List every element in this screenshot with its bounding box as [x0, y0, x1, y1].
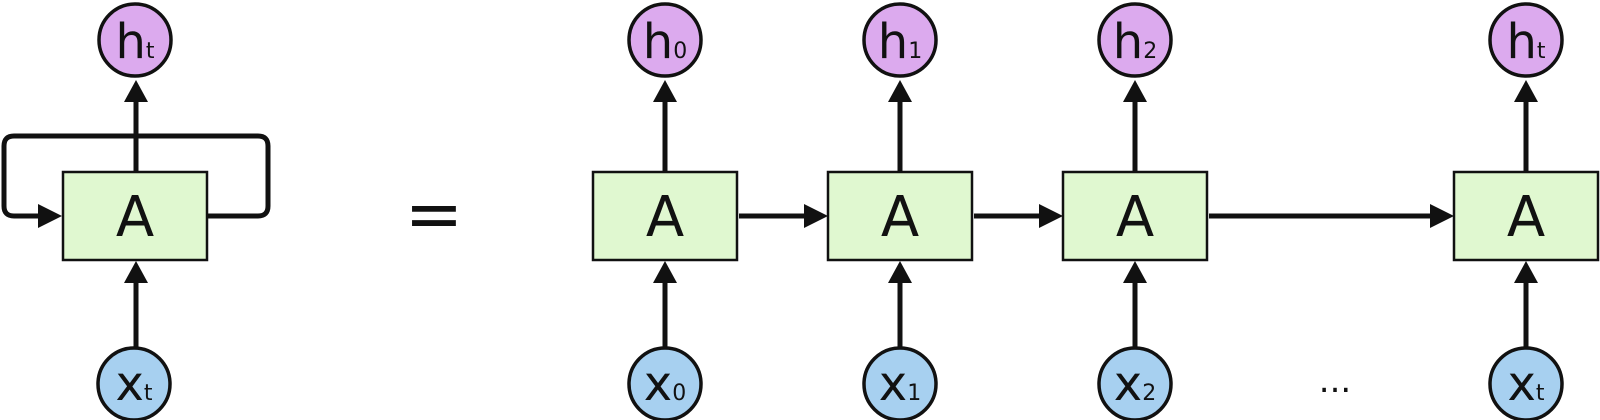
input-node-3 [1488, 346, 1564, 420]
recurrent-loop-arrowhead [38, 204, 62, 228]
input-label-2: x2 [1114, 356, 1156, 412]
cell-label-3: A [1507, 185, 1545, 250]
rolled-input-label: xt [115, 356, 152, 412]
timestep-0: Ah0 x0 [591, 2, 739, 420]
input-node-1 [862, 346, 938, 420]
hidden-state-arrowhead-2 [1430, 204, 1454, 228]
output-arrowhead-2 [1123, 80, 1147, 102]
input-arrowhead-1 [888, 261, 912, 283]
timestep-3: Aht xt [1452, 2, 1600, 420]
hidden-label-3: ht [1506, 14, 1545, 70]
equals-sign: = [405, 173, 464, 255]
output-arrowhead-1 [888, 80, 912, 102]
rolled-cell-label: A [116, 185, 154, 250]
cell-box-2 [1061, 170, 1209, 262]
input-arrowhead-0 [653, 261, 677, 283]
rolled-hidden-node [97, 2, 173, 78]
hidden-label-0: h0 [643, 14, 687, 70]
hidden-node-0 [627, 2, 703, 78]
input-arrowhead-3 [1514, 261, 1538, 283]
rolled-cell-box [61, 170, 209, 262]
rolled-hidden-label: ht [115, 14, 154, 70]
cell-box-1 [826, 170, 974, 262]
hidden-state-arrowhead-1 [1039, 204, 1063, 228]
cell-label-0: A [646, 185, 684, 250]
output-arrowhead-3 [1514, 80, 1538, 102]
input-node-0 [627, 346, 703, 420]
unrolled-rnn: Ah0 x0 Ah1 x1 Ah2 x2 Aht xt [591, 2, 1600, 420]
rolled-input-node [96, 346, 172, 420]
input-arrowhead-2 [1123, 261, 1147, 283]
input-label-1: x1 [879, 356, 921, 412]
timestep-1: Ah1 x1 [826, 2, 974, 420]
cell-box-3 [1452, 170, 1600, 262]
hidden-label-1: h1 [878, 14, 922, 70]
cell-box-0 [591, 170, 739, 262]
sequence-ellipsis: ... [1319, 361, 1351, 401]
cell-label-2: A [1116, 185, 1154, 250]
output-arrowhead-0 [653, 80, 677, 102]
hidden-node-3 [1488, 2, 1564, 78]
rolled-rnn: A ht xt [1, 2, 271, 420]
input-node-2 [1097, 346, 1173, 420]
input-label-0: x0 [644, 356, 686, 412]
rolled-input-arrowhead [124, 261, 148, 283]
timestep-2: Ah2 x2 [1061, 2, 1209, 420]
cell-label-1: A [881, 185, 919, 250]
input-label-3: xt [1507, 356, 1544, 412]
hidden-node-1 [862, 2, 938, 78]
hidden-state-arrowhead-0 [804, 204, 828, 228]
hidden-node-2 [1097, 2, 1173, 78]
rolled-output-arrowhead [124, 80, 148, 102]
hidden-label-2: h2 [1113, 14, 1157, 70]
